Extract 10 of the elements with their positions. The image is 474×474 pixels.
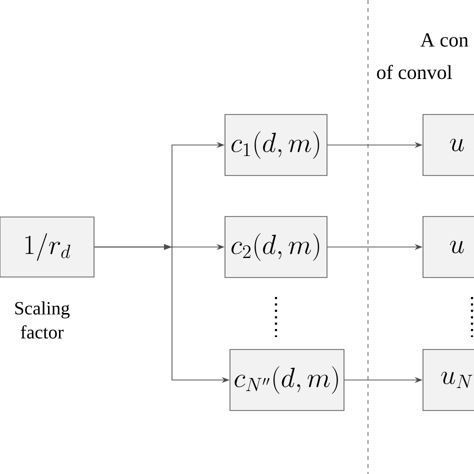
node-label: Scaling factor: [15, 301, 70, 339]
region-title: A con: [420, 33, 468, 47]
block-box: $c_{1}(d,m)$: [224, 114, 328, 176]
block-box: $u$: [422, 216, 474, 278]
block-box: $c_{2}(d,m)$: [224, 216, 328, 278]
block-box: $u$: [422, 114, 474, 176]
region-title: of convol: [377, 64, 452, 80]
block-box: $1 / r_{d}$: [0, 216, 94, 278]
block-box: $u_{N}$: [422, 349, 474, 411]
block-box: $c_{N''}(d,m)$: [230, 349, 344, 411]
